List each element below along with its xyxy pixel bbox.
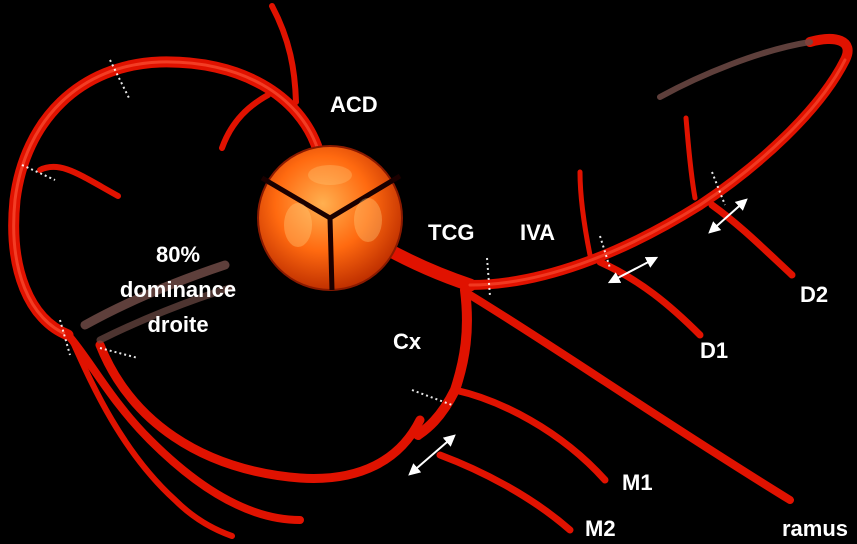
label-d1: D1 [700, 338, 728, 363]
d2-branch [708, 201, 796, 279]
iva-faded-distal [657, 39, 813, 100]
labels: ACD TCG IVA Cx D1 D2 M1 M2 ramus 80% dom… [120, 92, 848, 541]
acd-faded-segment-2 [96, 284, 234, 344]
acd-side-branch-1 [269, 3, 299, 105]
iva-trunk-highlight [468, 58, 847, 287]
left-coronary-artery [373, 34, 853, 504]
cut-iva-proximal [486, 257, 491, 297]
label-m1: M1 [622, 470, 653, 495]
label-tcg: TCG [428, 220, 474, 245]
cut-acd-posterior [99, 347, 139, 359]
cut-acd-distal [59, 319, 71, 356]
label-dominance-line1: 80% [156, 242, 200, 267]
iva-septal-2 [683, 115, 698, 201]
acd-posterolateral-branch [95, 340, 425, 483]
segment-arrows [408, 198, 748, 476]
cut-cx [411, 389, 453, 406]
d1-branch [596, 258, 704, 339]
double-headed-arrow-icon [708, 198, 748, 234]
cut-iva-d1 [599, 235, 611, 269]
label-acd: ACD [330, 92, 378, 117]
cut-iva-d2 [711, 171, 726, 206]
acd-faded-segment [80, 260, 230, 330]
ramus-branch [466, 291, 794, 504]
circumflex-artery [413, 285, 609, 534]
m2-branch [436, 451, 574, 534]
acd-side-branch-2 [219, 92, 271, 151]
acd-posterior-branch-outer [69, 337, 235, 539]
label-dominance-line2: dominance [120, 277, 236, 302]
acd-side-branch-3 [37, 163, 121, 199]
label-iva: IVA [520, 220, 555, 245]
label-ramus: ramus [782, 516, 848, 541]
label-m2: M2 [585, 516, 616, 541]
label-cx: Cx [393, 329, 422, 354]
right-coronary-artery [8, 3, 425, 539]
acd-main-trunk-highlight [12, 60, 320, 337]
iva-septal-1 [577, 169, 593, 258]
iva-trunk [465, 34, 853, 290]
label-dominance-line3: droite [147, 312, 208, 337]
cx-trunk [413, 285, 472, 440]
acd-posterior-branch-inner [64, 331, 304, 524]
label-d2: D2 [800, 282, 828, 307]
aortic-valve-icon [257, 145, 403, 291]
double-headed-arrow-icon [408, 434, 456, 476]
m1-branch [451, 386, 609, 484]
cut-acd-mid [21, 164, 56, 181]
double-headed-arrow-icon [607, 256, 659, 284]
segment-boundaries [21, 59, 726, 406]
